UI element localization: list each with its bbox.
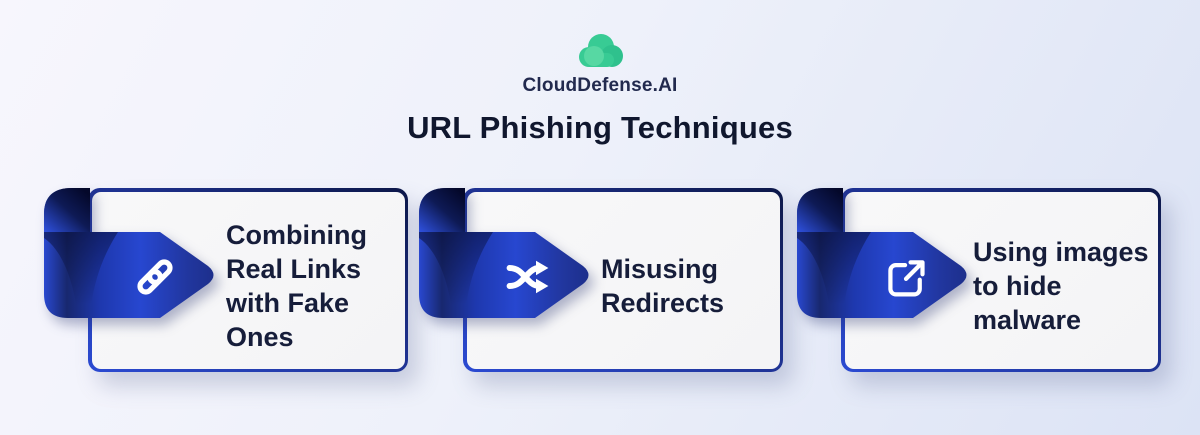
- cloud-icon: [579, 34, 623, 67]
- ribbon-banner: [44, 188, 214, 318]
- card-title: Using images to hide malware: [973, 237, 1149, 335]
- external-link-icon: [888, 260, 925, 297]
- shuffle-icon: [506, 260, 549, 294]
- logo-text: CloudDefense.AI: [522, 75, 678, 96]
- card-title: Misusing Redirects: [601, 254, 725, 318]
- link-icon: [137, 259, 173, 295]
- card-title: Combining Real Links with Fake Ones: [226, 220, 367, 352]
- ribbon-banner: [797, 188, 967, 318]
- page-title: URL Phishing Techniques: [407, 110, 793, 145]
